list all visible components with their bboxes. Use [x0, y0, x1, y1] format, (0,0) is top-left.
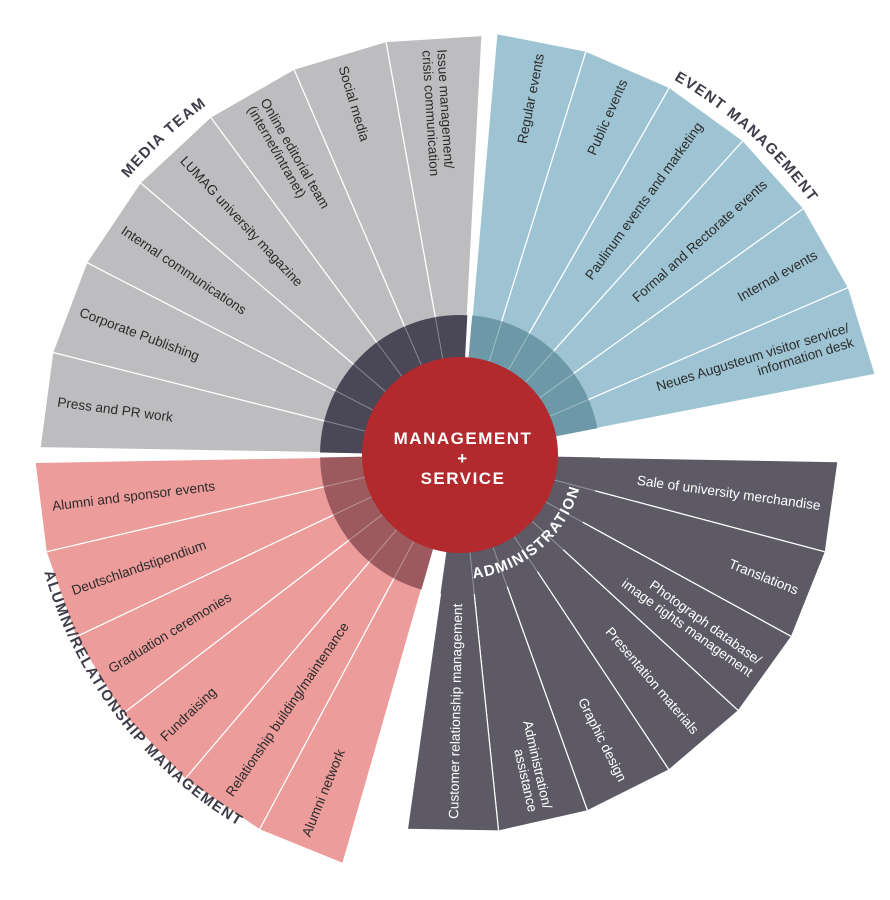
alumni-ring-segment [320, 456, 434, 590]
media-team-ring-divider [434, 317, 444, 359]
administration-ring-divider [492, 547, 508, 587]
event-management-ring-divider [488, 321, 503, 362]
center-line-3: SERVICE [421, 469, 506, 488]
event-management-ring-divider [525, 350, 555, 383]
administration-ring-segment [440, 456, 600, 596]
media-team-ring-divider [353, 363, 386, 392]
event-management-ring-divider [539, 372, 575, 399]
center-hub: MANAGEMENT + SERVICE [362, 357, 558, 553]
media-team-ring-divider [324, 420, 366, 432]
center-line-2: + [457, 449, 468, 468]
event-management-ring-divider [549, 399, 589, 417]
media-team-ring-divider [376, 342, 403, 377]
administration-ring-divider [469, 552, 475, 595]
media-team-ring-divider [404, 326, 422, 366]
administration-ring-divider [531, 520, 564, 551]
center-circle [362, 357, 558, 553]
administration-item-label: Customer relationship management [446, 603, 465, 819]
administration-ring-divider [513, 536, 538, 572]
administration-ring-divider [554, 479, 596, 492]
alumni-ring-divider [393, 541, 415, 579]
alumni-ring-divider [323, 476, 365, 488]
alumni-ring-divider [348, 514, 383, 541]
event-management-ring-divider [508, 333, 530, 371]
administration-wedges: Sale of university merchandiseTranslatio… [406, 456, 839, 832]
administration-ring-divider [545, 501, 584, 523]
center-line-1: MANAGEMENT [394, 429, 533, 448]
event-management-ring-segment [468, 315, 598, 437]
alumni-ring-divider [369, 529, 397, 563]
alumni-ring-divider [333, 496, 372, 516]
administration-wedge [406, 591, 500, 832]
media-team-ring-divider [335, 390, 374, 411]
